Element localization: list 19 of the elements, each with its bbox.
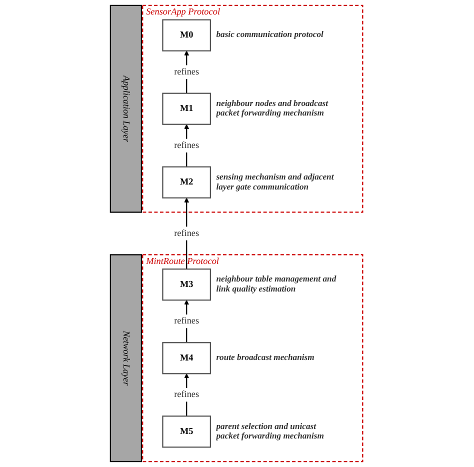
node-box: M4 bbox=[162, 342, 212, 374]
edge-label: refines bbox=[174, 390, 200, 400]
description-text: parent selection and unicast packet forwarding mechanism bbox=[216, 422, 326, 442]
node-box: M2 bbox=[162, 166, 212, 198]
description-text: neighbour nodes and broadcast packet forwarding mechanism bbox=[216, 98, 330, 119]
node-box: M3 bbox=[162, 268, 212, 301]
description-text: route broadcast mechanism bbox=[216, 353, 316, 364]
node-box: M0 bbox=[162, 19, 212, 52]
description-text: sensing mechanism and adjacent layer gate communication bbox=[216, 172, 336, 192]
edge-label: refines bbox=[174, 66, 200, 77]
edge-label: refines bbox=[174, 316, 200, 326]
edge-label: refines bbox=[174, 228, 200, 238]
node-box: Application Layer bbox=[110, 4, 142, 213]
node-box: Network Layer bbox=[110, 254, 142, 462]
node-box: M1 bbox=[162, 92, 212, 125]
description-text: neighbour table management and link quality estimation bbox=[216, 274, 338, 295]
edge-label: refines bbox=[174, 140, 200, 150]
description-text: basic communication protocol bbox=[216, 30, 325, 40]
node-box: M5 bbox=[162, 416, 212, 448]
